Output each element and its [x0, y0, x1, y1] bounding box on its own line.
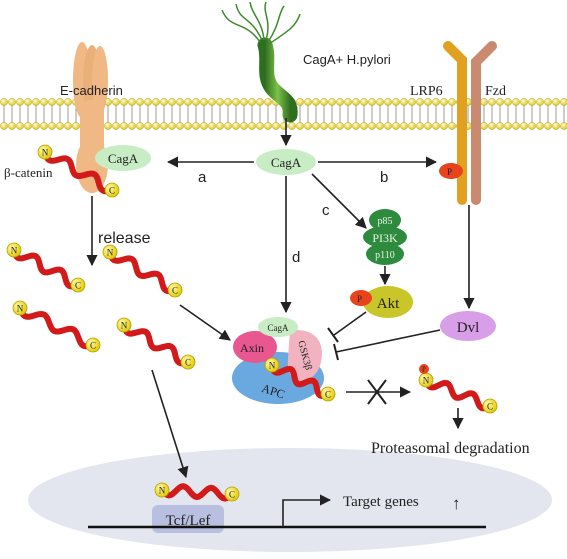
bacterium-label: CagA+ H.pylori: [303, 52, 391, 67]
caga-membrane-bound: [95, 145, 151, 171]
n-terminal-label: N: [11, 246, 18, 256]
phospho-marker: [419, 364, 429, 374]
akt-label: Akt: [377, 296, 400, 312]
beta-catenin-chain: NC: [6, 242, 86, 293]
path-c-label: c: [322, 202, 330, 219]
p85-label: p85: [378, 216, 393, 227]
c-terminal: [224, 486, 240, 502]
inhibition-dvl-to-complex: [333, 329, 441, 361]
apc-label: APC: [260, 381, 287, 402]
akt: [363, 286, 413, 318]
transcription-arrow: [282, 494, 332, 527]
release-label: release: [98, 230, 151, 247]
arrow-free-catenin-to-nucleus: [151, 369, 189, 479]
c-terminal: [70, 277, 86, 293]
c-terminal-label: C: [109, 186, 115, 196]
beta-catenin-chain: NC: [37, 144, 120, 198]
axin-label: Axin: [240, 341, 264, 355]
n-terminal: [12, 300, 28, 316]
lrp6-phospho: [439, 163, 463, 179]
c-terminal-label: C: [325, 390, 331, 400]
beta-catenin-chain: NC: [264, 357, 336, 402]
inhibition-akt-to-complex: [327, 311, 367, 343]
e-cadherin-label: E-cadherin: [60, 83, 123, 98]
n-terminal-label: N: [17, 304, 24, 314]
proteasomal-label: Proteasomal degradation: [371, 440, 530, 457]
pi3k-label: PI3K: [372, 231, 398, 245]
caga-complex-label: CagA: [268, 323, 289, 333]
c-terminal-label: C: [90, 341, 96, 351]
n-terminal-label: N: [42, 148, 49, 158]
c-terminal-label: C: [487, 402, 493, 412]
caga-central: [256, 149, 316, 175]
fzd-receptor: [471, 41, 497, 205]
akt-phospho-label: P: [357, 294, 362, 304]
fzd-label: Fzd: [485, 84, 506, 99]
n-terminal-label: N: [159, 486, 166, 496]
c-terminal: [320, 386, 336, 402]
gsk3b: [287, 329, 322, 382]
dvl-label: Dvl: [457, 320, 480, 336]
n-terminal-label: N: [269, 361, 276, 371]
path-b-label: b: [380, 169, 388, 186]
c-terminal-label: C: [75, 281, 81, 291]
phospho-label: P: [422, 366, 426, 374]
path-d-label: d: [292, 249, 300, 266]
n-terminal: [37, 144, 53, 160]
pi3k-complex: [363, 209, 407, 265]
caga-membrane-label: CagA: [108, 151, 139, 166]
beta-catenin-chain: NC: [116, 317, 196, 370]
arrow-free-catenin-to-complex: [179, 304, 231, 341]
c-terminal: [482, 398, 498, 414]
n-terminal: [6, 242, 22, 258]
beta-catenin-label: β-catenin: [4, 165, 53, 180]
n-terminal: [264, 357, 280, 373]
n-terminal-label: N: [423, 376, 430, 386]
c-terminal: [104, 182, 120, 198]
dvl: [440, 311, 496, 341]
n-terminal: [116, 317, 132, 333]
c-terminal: [167, 282, 183, 298]
path-a-label: a: [198, 169, 207, 186]
n-terminal-label: N: [107, 248, 114, 258]
p110-label: p110: [375, 250, 395, 261]
h-pylori-bacterium: [221, 1, 301, 123]
beta-catenin-chain: NC: [102, 244, 183, 298]
axin: [233, 331, 277, 363]
destruction-complex: [232, 317, 324, 404]
block-cross: [367, 379, 387, 405]
lrp6-phospho-label: P: [447, 167, 452, 177]
n-terminal: [102, 244, 118, 260]
target-genes-label: Target genes: [343, 494, 419, 510]
c-terminal-label: C: [172, 286, 178, 296]
beta-catenin-chain: N C P: [418, 364, 498, 414]
arrow-path-c: [311, 173, 367, 229]
caga-central-label: CagA: [271, 155, 302, 170]
n-terminal: [154, 482, 170, 498]
beta-catenin-chain: NC: [12, 300, 101, 353]
target-genes-up-arrow: ↑: [452, 494, 461, 513]
tcf-lef-label: Tcf/Lef: [166, 513, 211, 529]
e-cadherin-receptor: [73, 42, 108, 193]
n-terminal-label: N: [121, 321, 128, 331]
c-terminal-label: C: [229, 490, 235, 500]
akt-phospho: [350, 290, 372, 306]
c-terminal-label: C: [185, 358, 191, 368]
c-terminal: [85, 337, 101, 353]
caga-complex: [258, 317, 298, 337]
lrp6-receptor: [443, 41, 467, 205]
lrp6-label: LRP6: [410, 84, 443, 99]
c-terminal: [180, 354, 196, 370]
